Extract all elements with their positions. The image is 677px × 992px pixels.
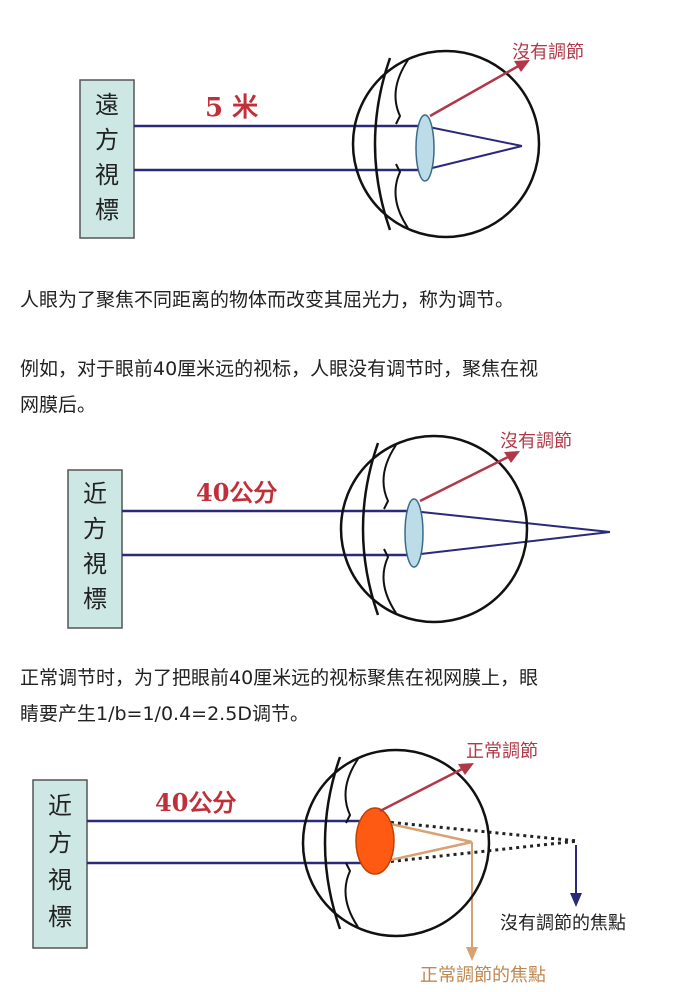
paragraph-line: 正常调节时，为了把眼前40厘米远的视标聚焦在视网膜上，眼 (20, 667, 539, 689)
iris-bottom (344, 862, 359, 928)
pointer-head (466, 947, 478, 961)
sign-char: 近 (83, 480, 107, 508)
distance-label: 40公分 (196, 478, 277, 507)
pointer-head (570, 893, 582, 907)
paragraph-line: 网膜后。 (20, 394, 97, 416)
normal-focus-label: 正常調節的焦點 (420, 965, 546, 986)
refracted-ray (411, 510, 611, 533)
sign-char: 方 (95, 126, 119, 154)
cornea (373, 57, 392, 231)
lens (415, 114, 435, 182)
sign-char: 視 (48, 866, 72, 894)
iris-top (344, 758, 359, 824)
sign-char: 視 (83, 550, 107, 578)
distant-target-diagram: 遠 方 視 標 5 米 沒有調節 (79, 42, 584, 239)
refracted-ray (423, 145, 523, 171)
iris-top (394, 59, 409, 125)
refracted-ray (423, 125, 523, 147)
paragraph-no-accommodation: 例如，对于眼前40厘米远的视标，人眼没有调节时，聚焦在视 网膜后。 (20, 351, 660, 423)
eyeball (339, 434, 529, 624)
sign-char: 標 (48, 903, 72, 931)
unaccommodated-ray (376, 819, 579, 843)
paragraph-line: 睛要产生1/b=1/0.4=2.5D调节。 (20, 703, 309, 725)
iris-top (382, 444, 397, 510)
near-target-normal-accommodation-diagram: 近 方 視 標 40公分 沒有調節的焦點 正常調節的焦點 正常調節 (32, 741, 626, 986)
paragraph-accommodation-definition: 人眼为了聚焦不同距离的物体而改变其屈光力，称为调节。 (20, 289, 515, 311)
arrow-head (514, 60, 530, 72)
iris-bottom (382, 548, 397, 614)
lens (404, 498, 424, 568)
arrow-head (504, 451, 520, 463)
near-target-sign (67, 469, 123, 629)
refracted-ray (411, 531, 611, 556)
near-target-sign (32, 779, 88, 949)
sign-char: 方 (48, 829, 72, 857)
paragraph-normal-accommodation: 正常调节时，为了把眼前40厘米远的视标聚焦在视网膜上，眼 睛要产生1/b=1/0… (20, 660, 660, 732)
sign-char: 近 (48, 792, 72, 820)
accommodation-label: 沒有調節 (512, 42, 584, 63)
accommodation-arrow (379, 765, 467, 813)
sign-char: 方 (83, 515, 107, 543)
accommodated-ray (376, 819, 473, 844)
paragraph-line: 例如，对于眼前40厘米远的视标，人眼没有调节时，聚焦在视 (20, 358, 539, 380)
arrow-head (458, 763, 474, 775)
accommodation-arrow (429, 62, 523, 118)
distance-label: 5 米 (205, 93, 258, 123)
unaccommodated-ray (376, 839, 579, 865)
eyeball (301, 748, 491, 938)
accommodation-arrow (419, 453, 513, 503)
accommodated-lens (355, 807, 395, 875)
iris-bottom (394, 163, 409, 229)
cornea (323, 756, 342, 930)
eyeball (351, 49, 541, 239)
distance-label: 40公分 (155, 788, 236, 817)
accommodation-label: 沒有調節 (500, 431, 572, 452)
sign-char: 遠 (95, 91, 119, 119)
sign-char: 視 (95, 161, 119, 189)
near-target-no-accommodation-diagram: 近 方 視 標 40公分 沒有調節 (67, 431, 611, 629)
accommodation-label: 正常調節 (466, 741, 538, 762)
accommodated-ray (376, 840, 473, 865)
sign-char: 標 (83, 585, 107, 613)
unaccommodated-focus-label: 沒有調節的焦點 (500, 913, 626, 934)
distant-target-sign (79, 79, 135, 239)
sign-char: 標 (95, 196, 119, 224)
cornea (361, 442, 380, 616)
